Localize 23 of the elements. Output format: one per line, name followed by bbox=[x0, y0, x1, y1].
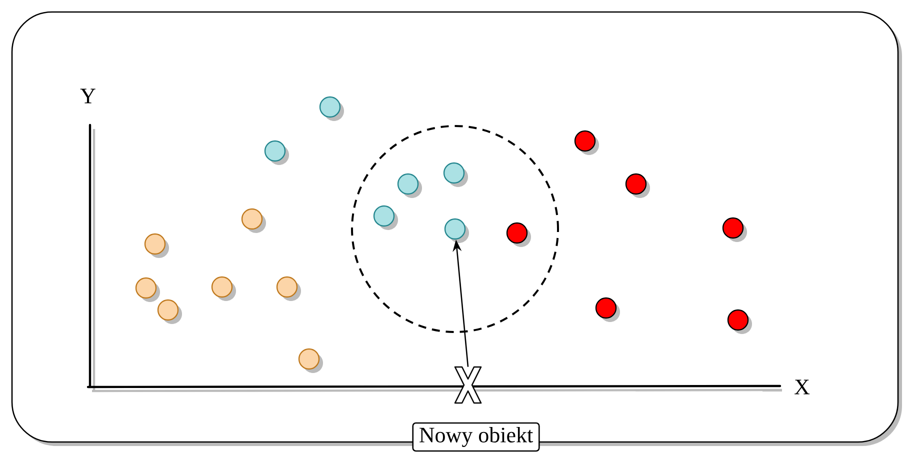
data-point bbox=[298, 348, 323, 373]
data-point bbox=[211, 276, 236, 301]
axis-label: Y bbox=[80, 88, 96, 104]
axis-label: X bbox=[794, 380, 810, 394]
data-point bbox=[135, 277, 160, 302]
data-point bbox=[625, 173, 650, 198]
data-point bbox=[241, 208, 266, 233]
data-point bbox=[319, 96, 344, 121]
data-point bbox=[397, 173, 422, 198]
data-point bbox=[373, 205, 398, 230]
label-box: Nowy obiekt bbox=[412, 422, 540, 452]
data-point bbox=[727, 309, 752, 334]
data-point bbox=[157, 299, 182, 324]
data-point bbox=[444, 218, 469, 243]
data-point bbox=[595, 297, 620, 322]
data-point bbox=[506, 222, 531, 247]
data-point bbox=[144, 233, 169, 258]
data-point bbox=[443, 162, 468, 187]
data-point bbox=[276, 276, 301, 301]
data-point bbox=[264, 140, 289, 165]
cross-marker bbox=[454, 366, 482, 404]
data-point bbox=[722, 217, 747, 242]
data-point bbox=[574, 130, 599, 155]
